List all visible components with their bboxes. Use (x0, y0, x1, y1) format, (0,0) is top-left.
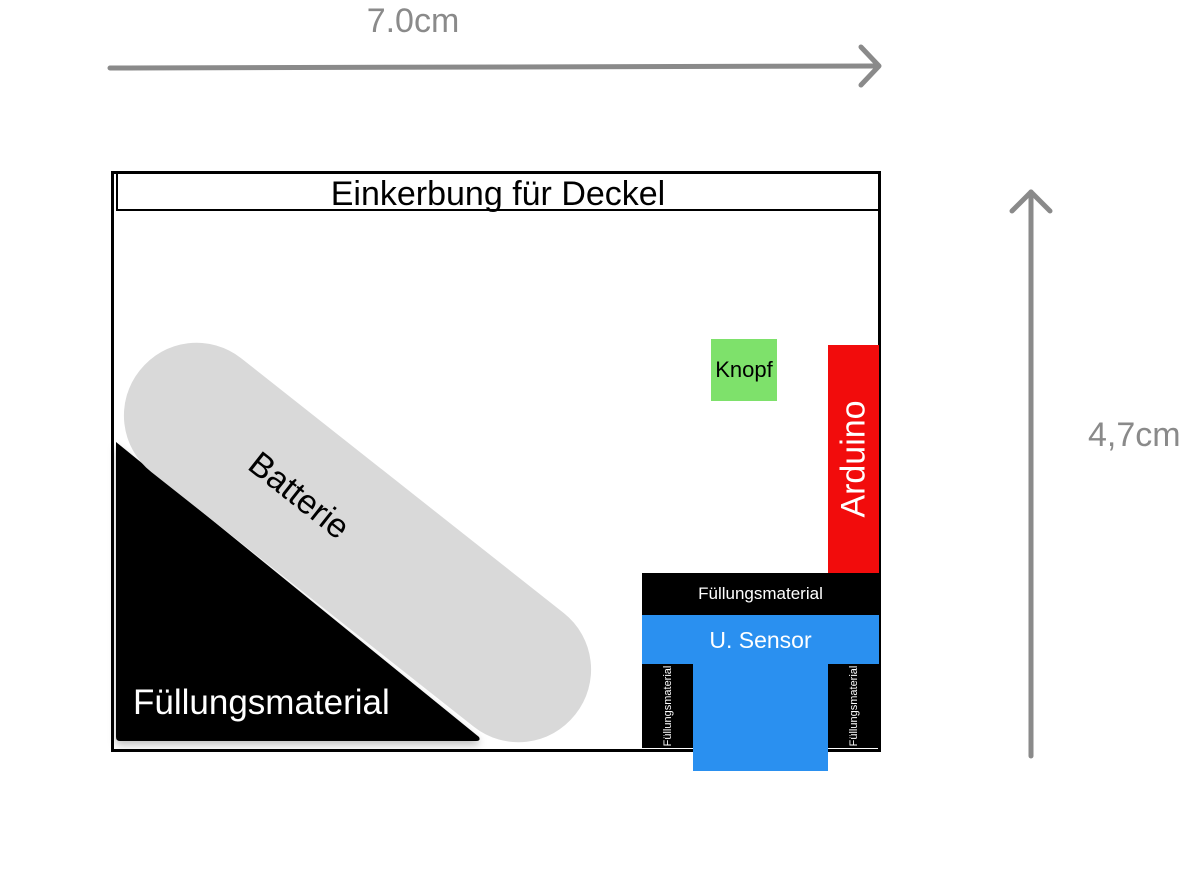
filler-left-label: Füllungsmaterial (661, 665, 674, 747)
filler-right-block: Füllungsmaterial (828, 664, 879, 748)
width-dimension-label: 7.0cm (366, 2, 460, 40)
filler-triangle-label: Füllungsmaterial (133, 683, 390, 722)
filler-right-label: Füllungsmaterial (847, 665, 860, 747)
filler-triangle-shape (116, 442, 480, 741)
arduino-label: Arduino (834, 400, 872, 518)
filler-left-block: Füllungsmaterial (642, 664, 693, 748)
ultrasonic-sensor: U. Sensor (642, 615, 879, 665)
lid-notch-band: Einkerbung für Deckel (116, 174, 880, 213)
sensor-body-lower (693, 664, 828, 771)
width-arrow (107, 44, 882, 88)
enclosure-box (111, 171, 881, 752)
button-component: Knopf (711, 339, 777, 401)
filler-top-strip: Füllungsmaterial (642, 573, 879, 615)
height-dimension-label: 4,7cm (1088, 416, 1181, 454)
arduino-board: Arduino (828, 345, 879, 573)
height-arrow (1009, 189, 1053, 759)
